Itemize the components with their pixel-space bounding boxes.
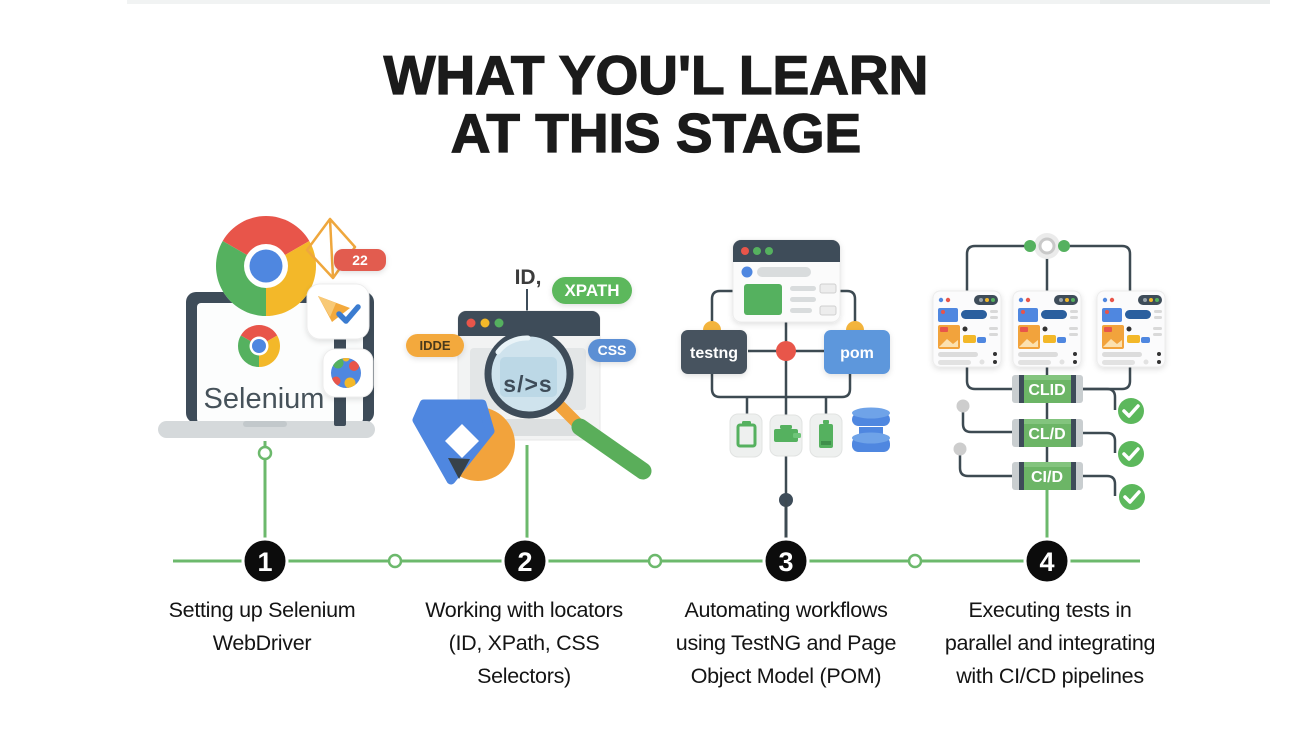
chrome-logo-icon	[216, 216, 316, 316]
caption-line: Working with locators	[425, 598, 623, 622]
pipeline-bar-1: CLID	[1012, 375, 1083, 403]
stage-marker-1: 1	[241, 537, 289, 585]
tool-tile-package-icon	[769, 414, 803, 457]
stage-caption-4: Executing tests in parallel and integrat…	[890, 594, 1210, 693]
stage-marker-4: 4	[1023, 537, 1071, 585]
red-node-icon	[776, 341, 796, 361]
xpath-pill	[552, 277, 632, 304]
orange-bump-icon	[703, 321, 721, 330]
gray-node-icon	[956, 399, 970, 413]
pipeline-bar-label: CLID	[1028, 382, 1065, 399]
page-title-line2: AT THIS STAGE	[450, 102, 862, 164]
css-pill	[588, 339, 636, 362]
laptop-notch	[243, 421, 287, 427]
stage-number: 2	[517, 547, 532, 577]
page-title-line1: WHAT YOU'L LEARN	[383, 44, 929, 106]
testng-box-label: testng	[690, 345, 738, 362]
stem-ring-icon	[257, 445, 273, 461]
tool-tile-battery-icon	[809, 413, 843, 458]
tool-tile-clipboard-icon	[729, 413, 763, 458]
report-card-icon	[1013, 291, 1081, 367]
stage-number: 3	[778, 547, 793, 577]
timeline-ring-icon	[387, 553, 403, 569]
globe-card	[322, 348, 374, 398]
kite-outline-icon	[305, 217, 357, 280]
magnifier-code-label: s/>s	[503, 371, 552, 397]
selenium-label: Selenium	[204, 383, 325, 415]
stage-caption-2: Working with locators (ID, XPath, CSS Se…	[364, 594, 684, 693]
caption-line: parallel and integrating	[944, 631, 1156, 655]
pom-box-label: pom	[840, 345, 874, 362]
caption-line: Selectors)	[477, 664, 571, 688]
pipeline-bar-label: CI/D	[1031, 469, 1063, 486]
id-label: ID,	[515, 266, 542, 289]
stage-caption-3: Automating workflows using TestNG and Pa…	[626, 594, 946, 693]
workflow-browser-icon	[732, 239, 841, 323]
caption-line: with CI/CD pipelines	[956, 664, 1144, 688]
timeline-ring-icon	[907, 553, 923, 569]
check-circle-icon	[1118, 441, 1144, 467]
check-circle-icon	[1119, 484, 1145, 510]
stage-number: 1	[257, 547, 272, 577]
stage-number: 4	[1039, 547, 1054, 577]
stage-marker-2: 2	[501, 537, 549, 585]
report-card-icon	[1097, 291, 1165, 367]
database-icon	[852, 407, 890, 452]
pipeline-bar-2: CL/D	[1012, 419, 1083, 447]
stage-caption-1: Setting up Selenium WebDriver	[102, 594, 422, 660]
caption-line: Setting up Selenium	[168, 598, 356, 622]
caption-line: Automating workflows	[684, 598, 888, 622]
top-edge-strip-right	[1100, 0, 1270, 4]
caption-line: using TestNG and Page	[675, 631, 897, 655]
cicd-connectors	[958, 244, 1132, 496]
pipeline-bar-3: CI/D	[1012, 462, 1083, 490]
laptop-base	[158, 421, 375, 438]
page-title: WHAT YOU'L LEARN AT THIS STAGE	[0, 44, 1312, 164]
testng-box	[681, 330, 747, 374]
xpath-pill-label: XPATH	[564, 281, 619, 300]
caption-line: WebDriver	[212, 631, 312, 655]
timeline	[173, 441, 1140, 569]
css-pill-label: CSS	[598, 342, 627, 358]
caption-line: Object Model (POM)	[690, 664, 882, 688]
illustration-selenium-setup: Selenium 22	[158, 216, 386, 438]
report-card-icon	[933, 291, 1001, 367]
caption-line: (ID, XPath, CSS	[448, 631, 600, 655]
cursor-check-card	[306, 283, 370, 340]
stage-markers: 1 2 3 4	[241, 537, 1071, 585]
illustration-cicd: CLID CL/D CI/D	[933, 233, 1165, 510]
pipeline-bar-label: CL/D	[1028, 426, 1065, 443]
stage-marker-3: 3	[762, 537, 810, 585]
caption-line: Executing tests in	[968, 598, 1132, 622]
timeline-ring-icon	[647, 553, 663, 569]
top-edge-strip	[127, 0, 1190, 4]
selenium-ide-logo-icon	[412, 399, 515, 485]
magnifier-icon: s/>s	[484, 329, 652, 480]
illustration-locators: ID, XPATH IDDE CSS s/	[406, 266, 652, 485]
orange-bump-icon	[846, 321, 864, 330]
version-badge-label: 22	[352, 252, 368, 268]
gray-node-icon	[953, 442, 967, 456]
version-badge	[334, 249, 386, 271]
chrome-logo-small-icon	[237, 324, 281, 367]
ide-pill	[406, 334, 464, 357]
pom-box	[824, 330, 890, 374]
check-circle-icon	[1118, 398, 1144, 424]
illustration-workflow: testng pom	[681, 239, 890, 540]
ide-pill-label: IDDE	[419, 338, 450, 353]
pipeline-node-icon	[1024, 233, 1070, 259]
check-icon	[336, 304, 361, 324]
